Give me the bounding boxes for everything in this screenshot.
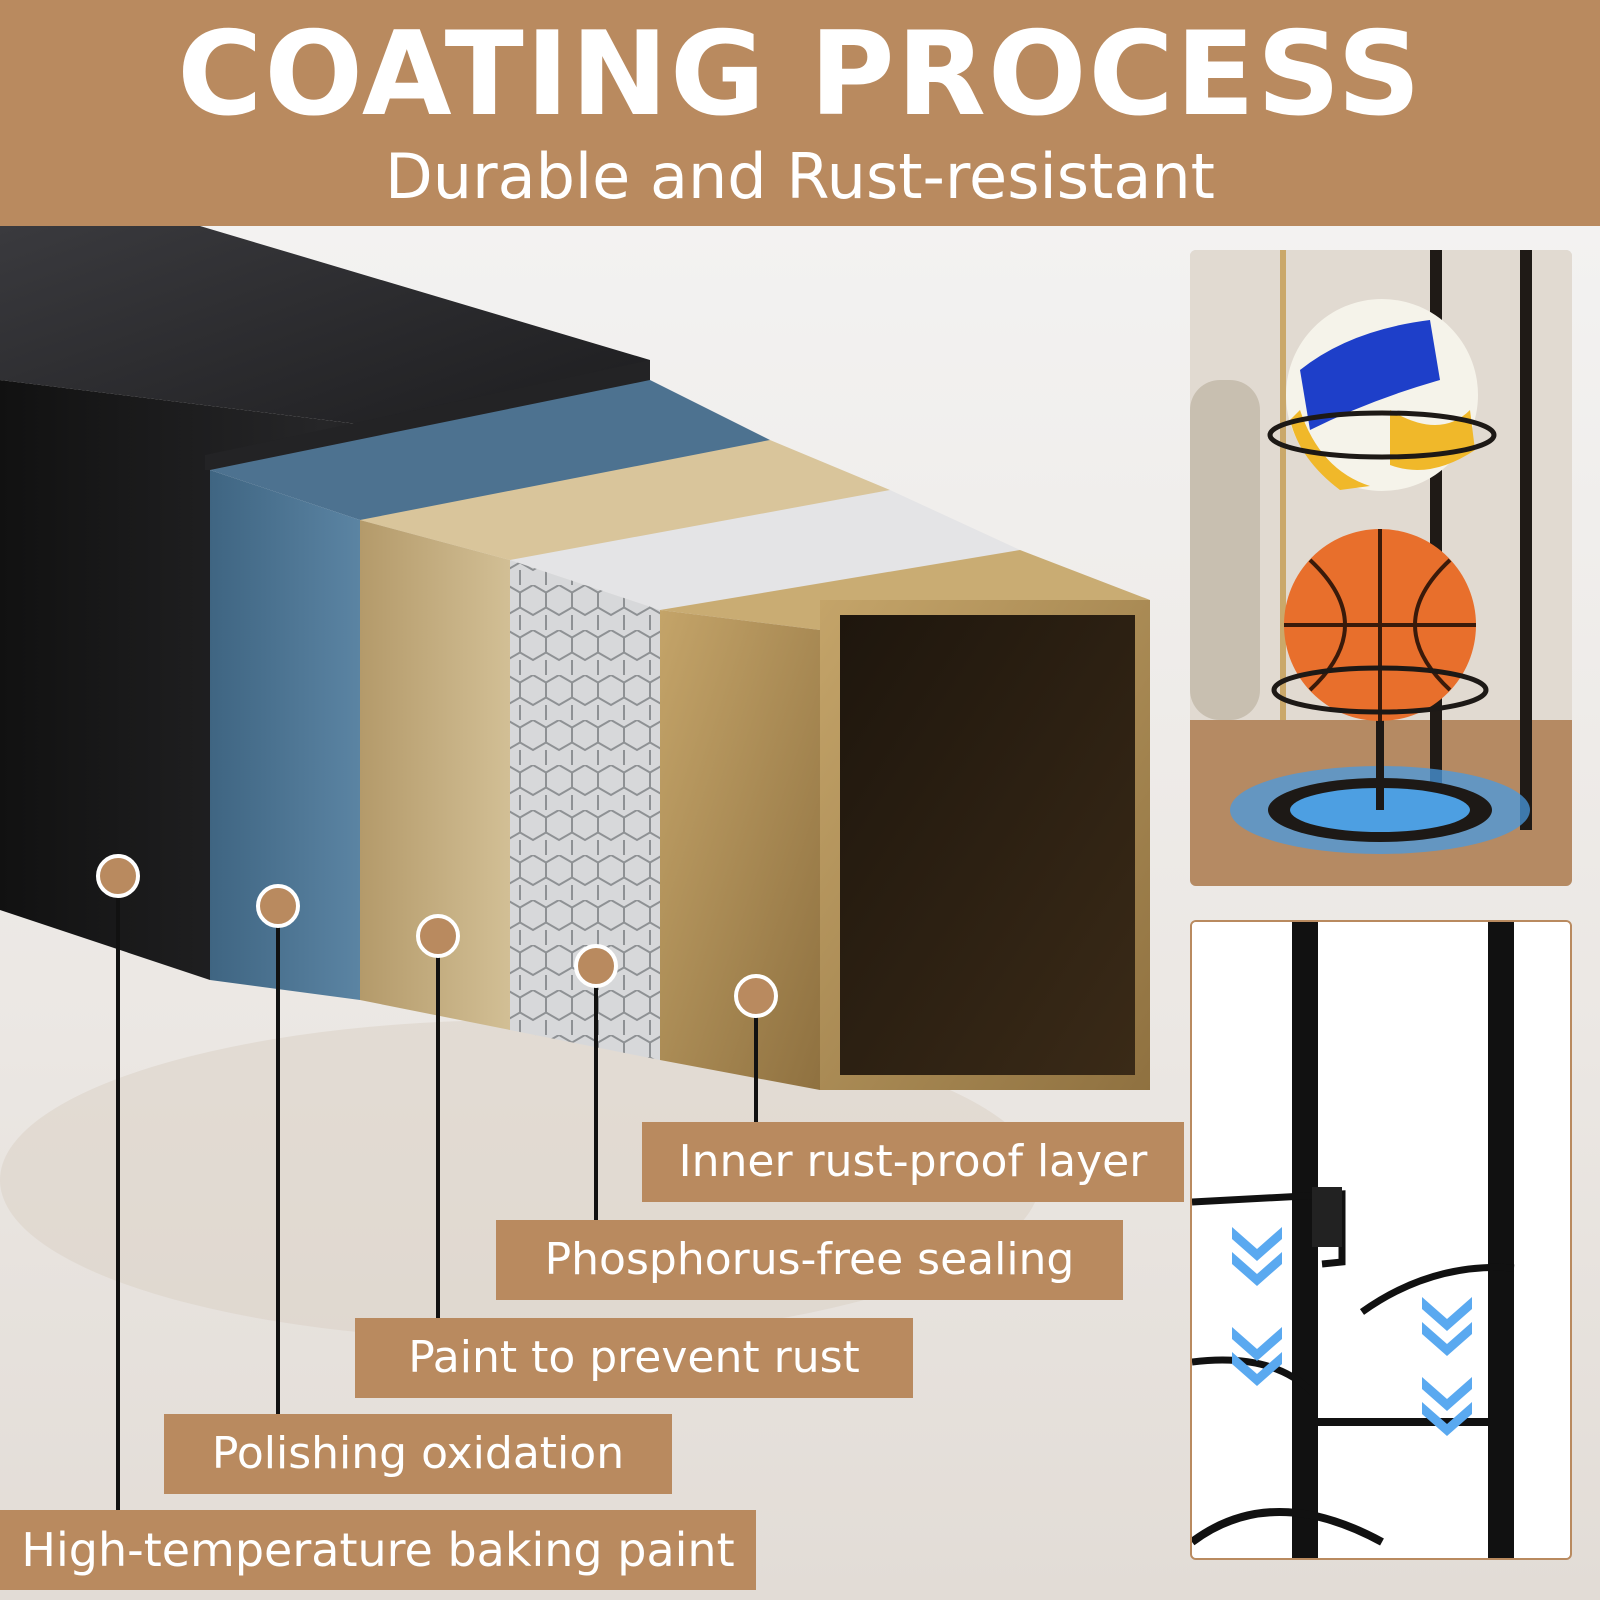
layer-label-inner-rust-proof: Inner rust-proof layer: [642, 1122, 1184, 1202]
layer-label-phosphorus-free: Phosphorus-free sealing: [496, 1220, 1123, 1300]
layer-label-polishing-oxidation: Polishing oxidation: [164, 1414, 672, 1494]
layer-label-baking-paint: High-temperature baking paint: [0, 1510, 756, 1590]
down-arrows-icon: [1232, 1227, 1472, 1436]
layer-label-paint-prevent-rust: Paint to prevent rust: [355, 1318, 913, 1398]
layer-marker-dot: [416, 914, 460, 958]
header-banner: COATING PROCESS Durable and Rust-resista…: [0, 0, 1600, 226]
page-subtitle: Durable and Rust-resistant: [385, 140, 1215, 213]
layer-marker-dot: [574, 944, 618, 988]
layer-marker-dot: [256, 884, 300, 928]
ball-rack-photo: [1190, 250, 1572, 886]
rack-frame-photo: [1190, 920, 1572, 1560]
page-title: COATING PROCESS: [177, 7, 1423, 142]
layer-marker-dot: [734, 974, 778, 1018]
layer-marker-dot: [96, 854, 140, 898]
